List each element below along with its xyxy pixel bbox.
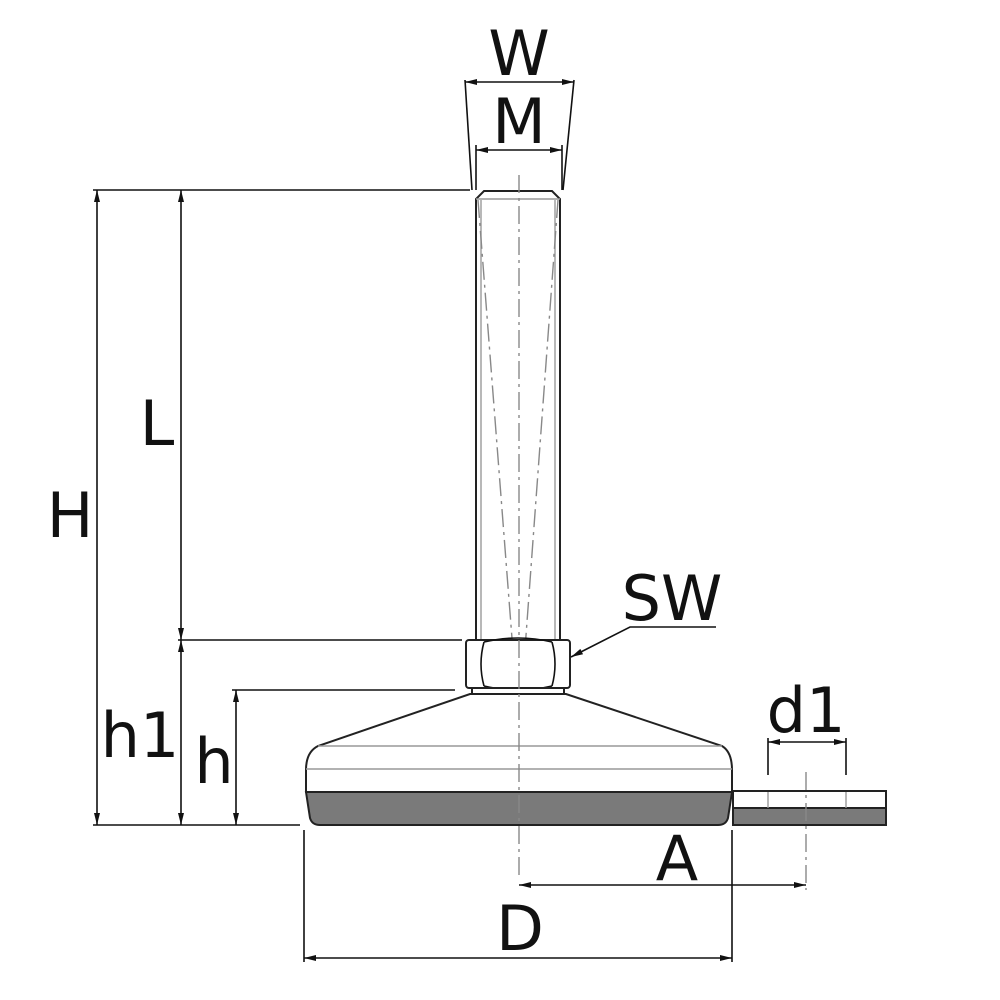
hex-nut — [465, 637, 571, 695]
mounting-tab — [732, 790, 887, 826]
dimension-lines — [94, 79, 846, 961]
label-m: M — [492, 85, 546, 158]
label-h1: h1 — [101, 699, 180, 772]
label-a: A — [656, 822, 698, 895]
label-l: L — [140, 387, 175, 460]
label-d: D — [496, 892, 544, 965]
label-w: W — [488, 17, 549, 90]
label-sw: SW — [622, 562, 723, 635]
label-h: h — [194, 725, 233, 798]
threaded-stem — [475, 190, 561, 691]
label-d1: d1 — [767, 674, 846, 747]
label-h-total: H — [47, 479, 94, 552]
extension-lines — [93, 79, 847, 962]
